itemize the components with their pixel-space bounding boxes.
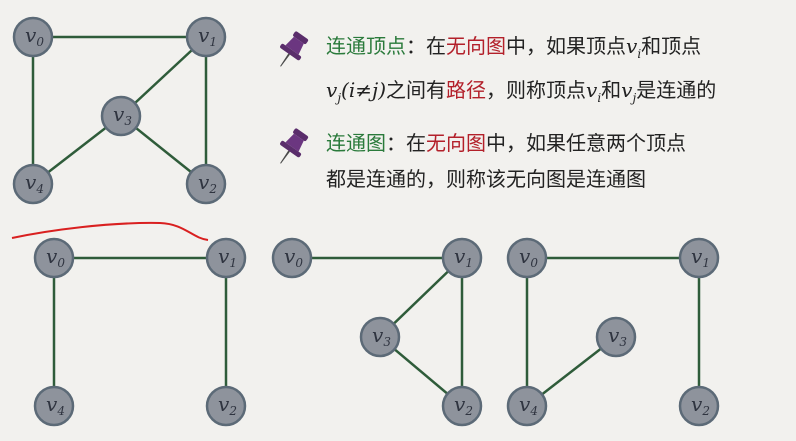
- term-connected-graph: 连通图: [326, 131, 386, 155]
- node-v0: [271, 237, 313, 279]
- node-v4: [33, 385, 75, 427]
- node-v4: [506, 385, 548, 427]
- node-v3: [595, 316, 637, 358]
- node-v2: [205, 385, 247, 427]
- node-v2: [441, 385, 483, 427]
- keyword-undirected-graph: 无向图: [446, 34, 506, 58]
- var-vj: vj: [326, 78, 342, 105]
- var-vi: vi: [586, 78, 602, 105]
- node-v1: [678, 237, 720, 279]
- node-v2: [185, 163, 227, 205]
- node-v0: [506, 237, 548, 279]
- node-v4: [12, 163, 54, 205]
- keyword-path: 路径: [446, 78, 487, 102]
- definition-connected-vertices: 连通顶点：在无向图中，如果顶点vi和顶点 vj(i≠j)之间有路径，则称顶点vi…: [270, 28, 716, 116]
- pushpin-icon: [280, 128, 309, 164]
- node-v3: [359, 316, 401, 358]
- pushpin-icon: [280, 31, 309, 67]
- condition-i-neq-j: (i≠j): [341, 78, 387, 102]
- var-vj: vj: [621, 78, 637, 105]
- node-v1: [185, 16, 227, 58]
- node-v1: [205, 237, 247, 279]
- node-v2: [678, 385, 720, 427]
- var-vi: vi: [626, 34, 642, 61]
- term-connected-vertices: 连通顶点: [326, 34, 406, 58]
- definition-connected-graph: 连通图：在无向图中，如果任意两个顶点 都是连通的，则称该无向图是连通图: [270, 125, 686, 197]
- node-v0: [33, 237, 75, 279]
- node-v3: [100, 95, 142, 137]
- definition-text-line: 都是连通的，则称该无向图是连通图: [326, 167, 646, 191]
- red-underline-annotation: [11, 221, 209, 241]
- keyword-undirected-graph: 无向图: [426, 131, 486, 155]
- node-v0: [12, 16, 54, 58]
- node-v1: [441, 237, 483, 279]
